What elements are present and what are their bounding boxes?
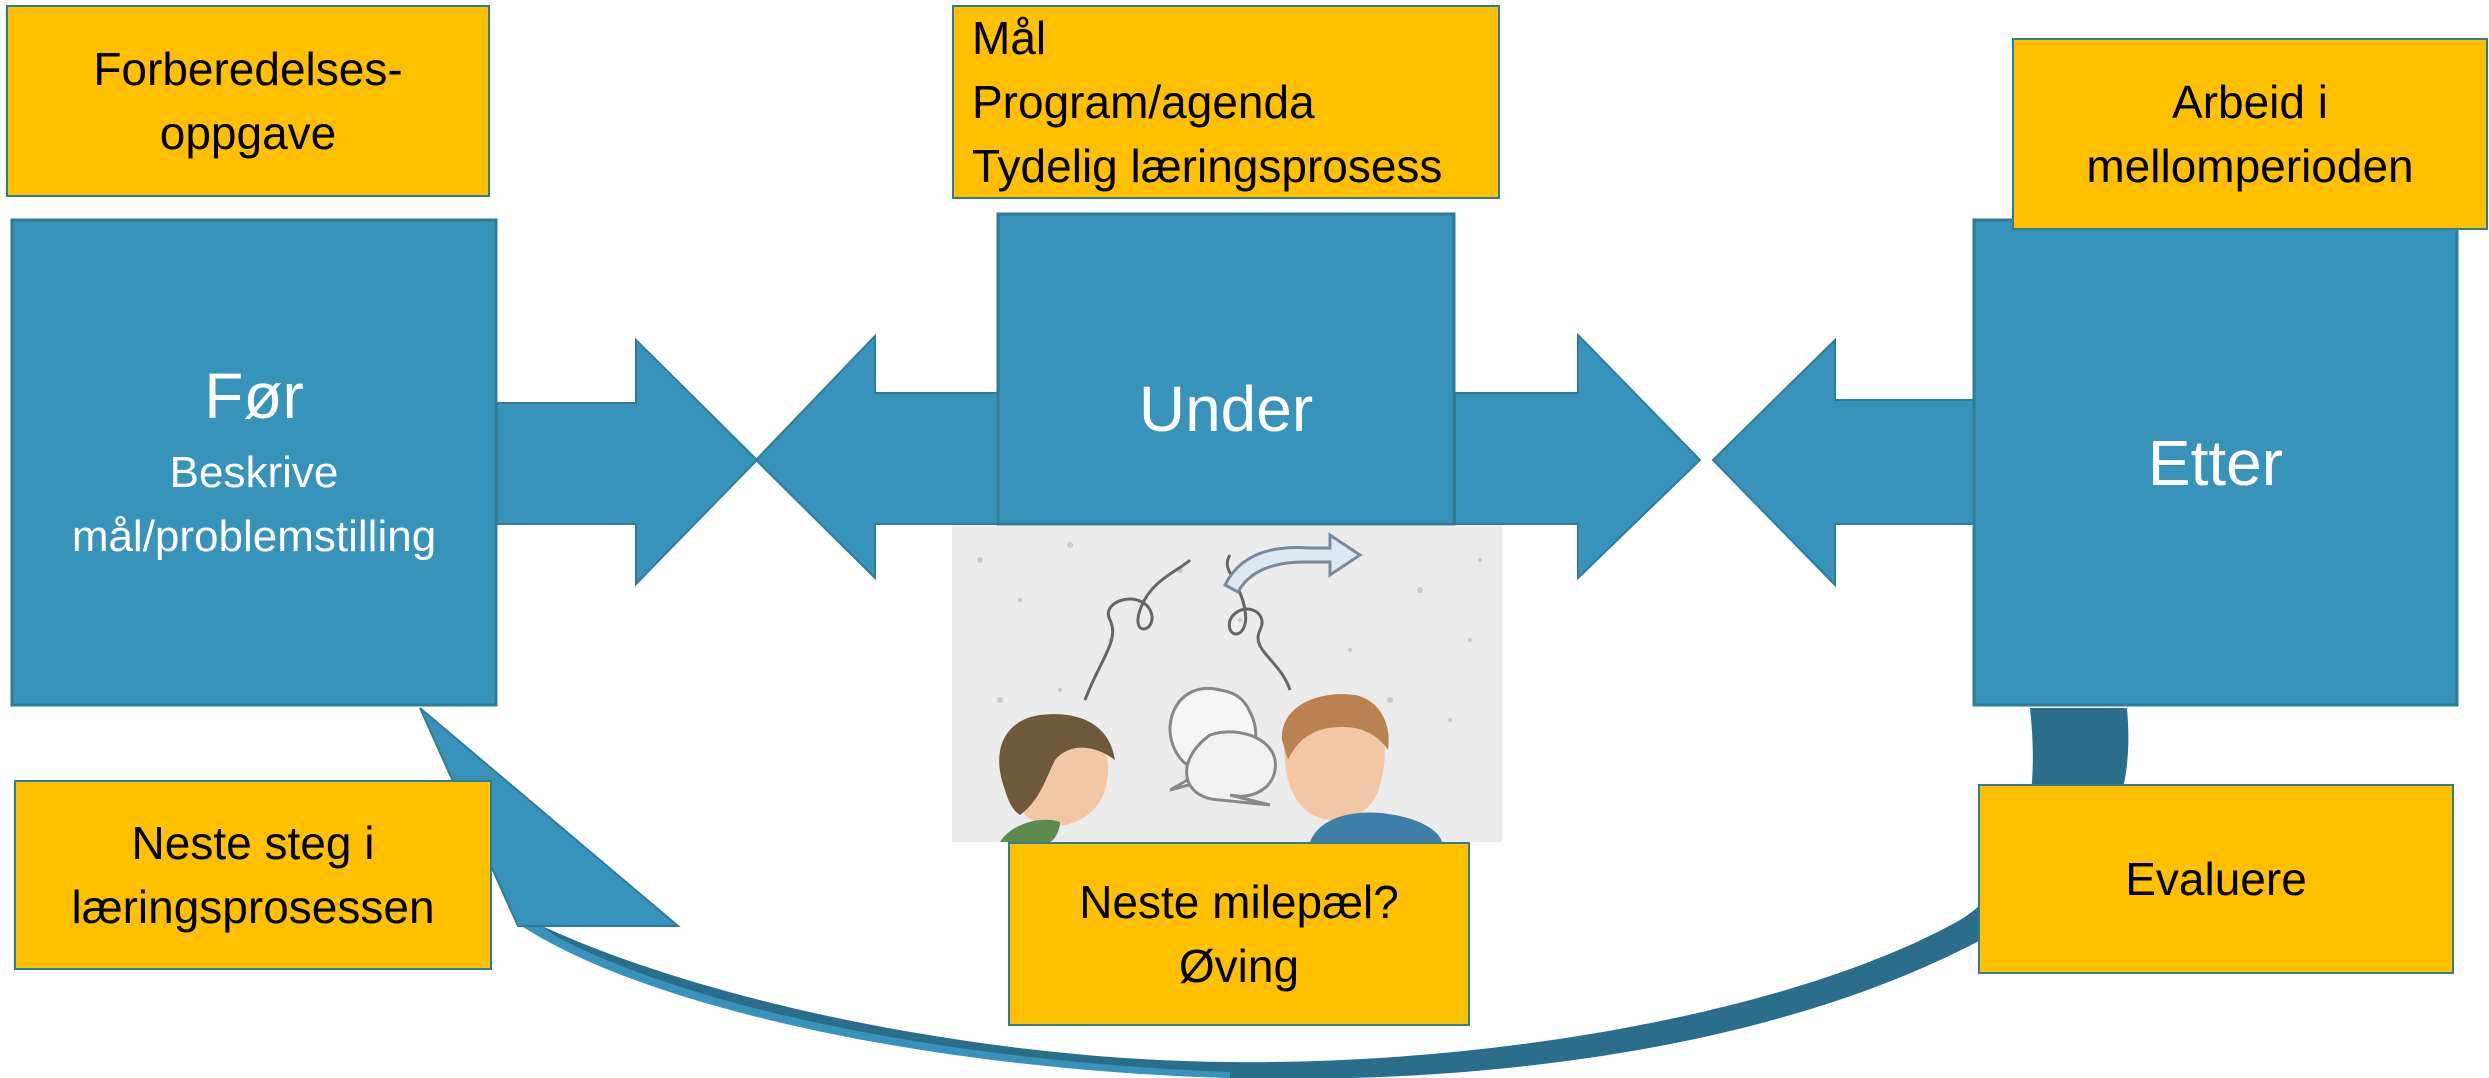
note-milestone-line-1: Neste milepæl? [1079, 876, 1399, 928]
note-goals: Mål Program/agenda Tydelig læringsproses… [952, 5, 1500, 199]
arrow-before-to-during [496, 337, 759, 587]
note-next-step-line-2: læringsprosessen [71, 881, 435, 933]
arrow-after-to-during [1711, 337, 1976, 588]
note-preparation-line-2: oppgave [159, 107, 337, 159]
arrow-during-to-after [1454, 332, 1702, 581]
phase-before-box [10, 218, 498, 707]
phase-after-title: Etter [2147, 426, 2284, 499]
phase-after-label: Etter [1974, 220, 2457, 705]
note-interim: Arbeid i mellomperioden [2012, 38, 2488, 230]
note-preparation-line-1: Forberedelses- [93, 43, 403, 95]
note-interim-line-1: Arbeid i [2172, 76, 2328, 128]
phase-before-title: Før [204, 359, 304, 432]
phase-during-box [996, 212, 1456, 526]
note-goals-line-1: Mål [972, 12, 1047, 64]
arrow-during-to-before [754, 333, 999, 581]
note-milestone-line-2: Øving [1178, 940, 1300, 992]
note-milestone: Neste milepæl? Øving [1008, 842, 1470, 1026]
note-goals-line-3: Tydelig læringsprosess [972, 140, 1443, 192]
phase-before-subtitle-2: mål/problemstilling [71, 511, 437, 561]
phase-during-label: Under [998, 214, 1454, 445]
note-next-step: Neste steg i læringsprosessen [14, 780, 492, 970]
note-preparation: Forberedelses- oppgave [6, 5, 490, 197]
phase-before-subtitle-1: Beskrive [169, 447, 339, 497]
note-interim-line-2: mellomperioden [2086, 140, 2414, 192]
phase-during-title: Under [1138, 373, 1314, 445]
note-evaluate-line-1: Evaluere [2125, 853, 2307, 905]
conversation-illustration [952, 526, 1502, 842]
note-next-step-line-1: Neste steg i [131, 817, 375, 869]
phase-before-label: Før Beskrive mål/problemstilling [12, 220, 496, 705]
note-evaluate: Evaluere [1978, 784, 2454, 974]
note-goals-line-2: Program/agenda [972, 76, 1315, 128]
